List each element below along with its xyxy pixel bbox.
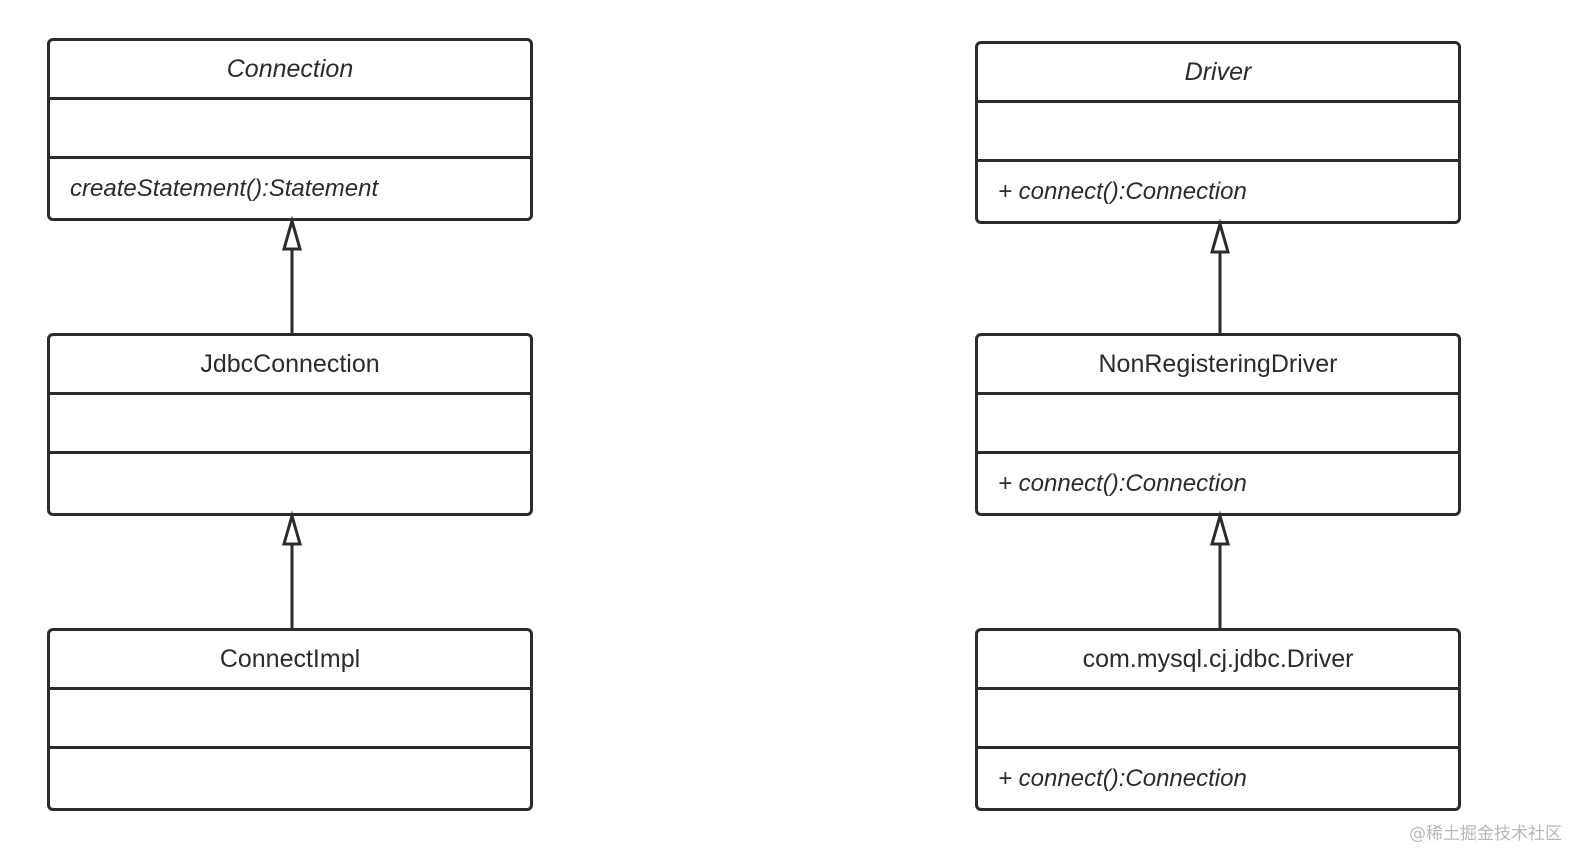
class-name: com.mysql.cj.jdbc.Driver [978, 631, 1458, 690]
class-operations: + connect():Connection [998, 177, 1247, 205]
realization-arrow-mysqldriver-to-nonregisteringdriver [1210, 510, 1230, 628]
class-connection: Connection createStatement():Statement [47, 38, 533, 221]
class-name: Driver [978, 44, 1458, 103]
class-name: NonRegisteringDriver [978, 336, 1458, 395]
class-operations [50, 454, 530, 513]
realization-arrow-connectimpl-to-jdbcconnection [282, 510, 302, 628]
class-driver: Driver + connect():Connection [975, 41, 1461, 224]
class-jdbcconnection: JdbcConnection [47, 333, 533, 516]
realization-arrow-jdbcconnection-to-connection [282, 215, 302, 333]
class-mysql-driver: com.mysql.cj.jdbc.Driver + connect():Con… [975, 628, 1461, 811]
class-nonregisteringdriver: NonRegisteringDriver + connect():Connect… [975, 333, 1461, 516]
class-operations: createStatement():Statement [70, 174, 379, 202]
class-operations: + connect():Connection [998, 764, 1247, 792]
class-name: ConnectImpl [50, 631, 530, 690]
class-attributes [50, 100, 530, 159]
class-attributes [50, 395, 530, 454]
class-connectimpl: ConnectImpl [47, 628, 533, 811]
class-name: JdbcConnection [50, 336, 530, 395]
class-attributes [50, 690, 530, 749]
realization-arrow-nonregisteringdriver-to-driver [1210, 218, 1230, 333]
class-name: Connection [50, 41, 530, 100]
class-attributes [978, 395, 1458, 454]
class-operations [50, 749, 530, 808]
class-attributes [978, 103, 1458, 162]
class-attributes [978, 690, 1458, 749]
watermark: @稀土掘金技术社区 [1409, 824, 1562, 844]
class-operations: + connect():Connection [998, 469, 1247, 497]
